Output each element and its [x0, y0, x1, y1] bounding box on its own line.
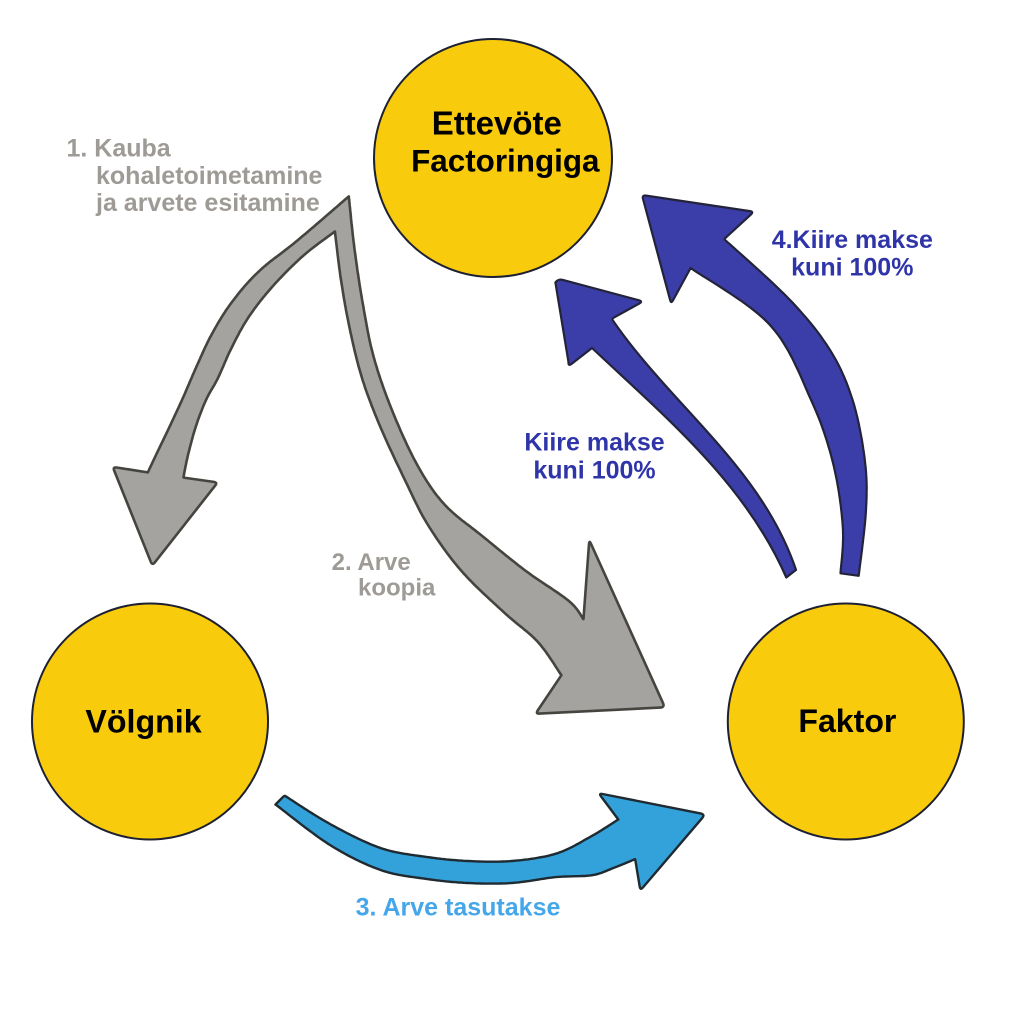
svg-text:2. Arve: 2. Arve	[332, 549, 411, 576]
svg-text:kuni 100%: kuni 100%	[533, 456, 655, 484]
svg-text:Faktor: Faktor	[798, 703, 896, 739]
svg-text:Völgnik: Völgnik	[85, 703, 201, 739]
svg-text:ja arvete esitamine: ja arvete esitamine	[95, 189, 320, 217]
svg-text:koopia: koopia	[358, 575, 436, 602]
svg-text:1. Kauba: 1. Kauba	[67, 134, 172, 162]
svg-text:kuni 100%: kuni 100%	[791, 254, 913, 282]
svg-text:4.Kiire makse: 4.Kiire makse	[772, 226, 933, 254]
svg-text:kohaletoimetamine: kohaletoimetamine	[96, 162, 323, 190]
svg-text:Ettevöte: Ettevöte	[432, 105, 562, 142]
svg-text:Kiire makse: Kiire makse	[524, 428, 664, 456]
svg-text:Factoringiga: Factoringiga	[411, 143, 600, 178]
svg-text:3. Arve tasutakse: 3. Arve tasutakse	[356, 894, 561, 922]
